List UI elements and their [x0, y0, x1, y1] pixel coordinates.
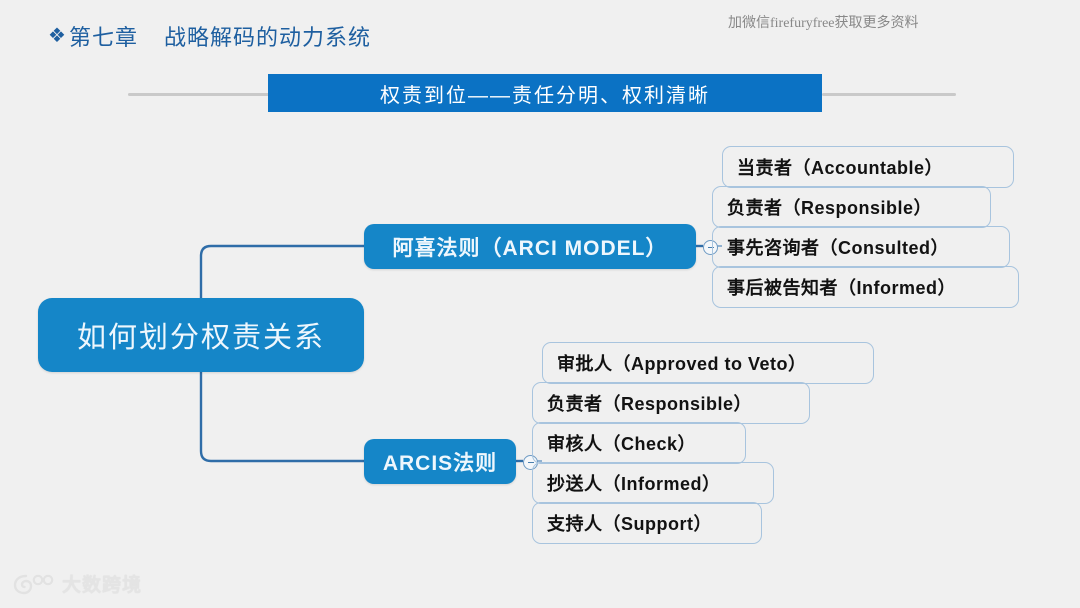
- leaf-item-arci-3[interactable]: 事先咨询者（Consulted）: [712, 226, 1010, 268]
- mindmap-branch-arcis[interactable]: ARCIS法则: [364, 439, 516, 484]
- chapter-number: 第七章: [68, 25, 138, 50]
- leaf-item-arcis-4-label: 抄送人（Informed）: [547, 474, 721, 494]
- leaf-item-arci-4-label: 事后被告知者（Informed）: [727, 278, 957, 298]
- mindmap-branch-arcis-label: ARCIS法则: [382, 451, 498, 475]
- leaf-item-arcis-3[interactable]: 审核人（Check）: [532, 422, 746, 464]
- brand-mark-icon: [13, 574, 54, 594]
- diamond-bullet-icon: ❖: [48, 25, 67, 47]
- brand-name: 大数跨境: [62, 575, 143, 596]
- leaf-item-arci-3-label: 事先咨询者（Consulted）: [727, 238, 949, 258]
- leaf-item-arcis-2-label: 负责者（Responsible）: [547, 394, 753, 414]
- mindmap-root-node[interactable]: 如何划分权责关系: [38, 298, 364, 372]
- watermark-text: 加微信firefuryfree获取更多资料: [728, 16, 919, 31]
- leaf-item-arcis-2[interactable]: 负责者（Responsible）: [532, 382, 810, 424]
- chapter-title: 战略解码的动力系统: [163, 25, 371, 50]
- mindmap-root-label: 如何划分权责关系: [76, 322, 325, 354]
- leaf-item-arcis-1[interactable]: 审批人（Approved to Veto）: [542, 342, 874, 384]
- leaf-item-arcis-1-label: 审批人（Approved to Veto）: [557, 354, 807, 374]
- mindmap-branch-arci[interactable]: 阿喜法则（ARCI MODEL）: [364, 224, 696, 269]
- leaf-item-arci-2-label: 负责者（Responsible）: [727, 198, 933, 218]
- leaf-item-arcis-5[interactable]: 支持人（Support）: [532, 502, 762, 544]
- leaf-item-arcis-5-label: 支持人（Support）: [547, 514, 712, 534]
- collapse-minus-icon-arci[interactable]: [703, 240, 718, 255]
- section-banner-title: 权责到位——责任分明、权利清晰: [380, 84, 710, 107]
- divider-line-right: [822, 93, 956, 96]
- footer-logo: 大数跨境: [12, 570, 142, 597]
- mindmap-branch-arci-label: 阿喜法则（ARCI MODEL）: [392, 236, 668, 260]
- leaf-item-arci-4[interactable]: 事后被告知者（Informed）: [712, 266, 1019, 308]
- leaf-item-arci-1[interactable]: 当责者（Accountable）: [722, 146, 1014, 188]
- leaf-item-arcis-4[interactable]: 抄送人（Informed）: [532, 462, 774, 504]
- leaf-item-arcis-3-label: 审核人（Check）: [547, 434, 697, 454]
- chapter-heading: ❖ 第七章 战略解码的动力系统: [48, 20, 371, 52]
- leaf-item-arci-1-label: 当责者（Accountable）: [737, 158, 944, 178]
- divider-line-left: [128, 93, 276, 96]
- leaf-item-arci-2[interactable]: 负责者（Responsible）: [712, 186, 991, 228]
- section-banner: 权责到位——责任分明、权利清晰: [268, 74, 822, 112]
